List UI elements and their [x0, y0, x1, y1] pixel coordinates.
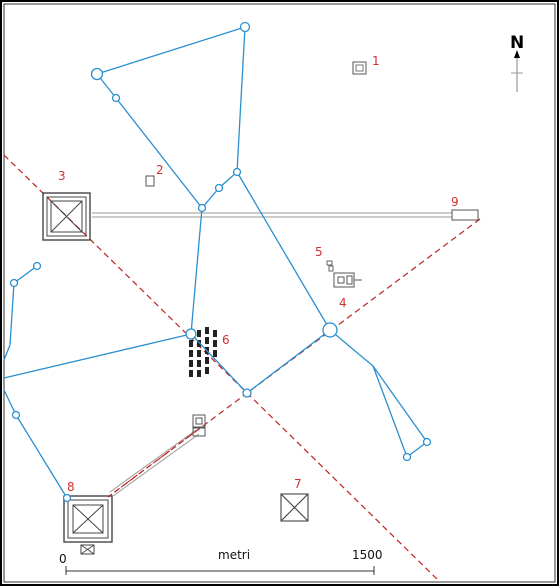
structure-9 [451, 209, 479, 221]
label-4: 4 [339, 296, 347, 310]
node [9, 278, 19, 288]
structure-4 [333, 272, 362, 288]
pyramid-3 [42, 192, 91, 241]
node [32, 261, 42, 271]
node [422, 437, 432, 447]
node [402, 452, 412, 462]
alignment-lines [3, 154, 481, 581]
constellation-left-upper [3, 265, 38, 361]
node [197, 203, 207, 213]
map-inner-border [3, 3, 556, 583]
label-1: 1 [372, 54, 380, 68]
pyramid-7 [280, 493, 309, 522]
structure-2 [145, 175, 155, 187]
constellation-left [3, 333, 192, 379]
constellation-lines [3, 26, 428, 499]
node [62, 493, 72, 503]
node [214, 183, 224, 193]
label-9: 9 [451, 195, 459, 209]
site-labels: 1 2 3 4 5 6 7 8 9 [58, 54, 459, 494]
label-6: 6 [222, 333, 230, 347]
north-arrow-icon [514, 50, 520, 58]
constellation-left-lower [3, 389, 68, 499]
label-7: 7 [294, 477, 302, 491]
scale-end: 1500 [352, 548, 383, 562]
north-letter: N [510, 33, 524, 53]
structures [42, 61, 479, 555]
scale-start: 0 [59, 552, 67, 566]
node [185, 328, 197, 340]
node [242, 388, 252, 398]
alignment-overlay [107, 427, 201, 498]
label-3: 3 [58, 169, 66, 183]
structure-1 [352, 61, 367, 75]
node [90, 67, 104, 81]
scale-bar: 0 metri 1500 [59, 548, 383, 575]
constellation-top [95, 26, 246, 210]
label-8: 8 [67, 480, 75, 494]
causeway-8 [109, 429, 200, 497]
label-5: 5 [315, 245, 323, 259]
structure-6 [189, 327, 217, 377]
constellation-main [190, 171, 331, 394]
node [11, 410, 21, 420]
node [111, 93, 121, 103]
north-arrow: N [510, 33, 524, 92]
causeway-9 [92, 212, 452, 218]
node [239, 21, 251, 33]
node [232, 167, 242, 177]
label-2: 2 [156, 163, 164, 177]
structure-5 [326, 260, 334, 272]
central-small-structure [192, 414, 206, 437]
constellation-right-arm [329, 329, 428, 459]
constellation-nodes [9, 21, 432, 503]
node [322, 322, 338, 338]
scale-unit: metri [218, 548, 250, 562]
pyramid-8 [63, 495, 113, 555]
